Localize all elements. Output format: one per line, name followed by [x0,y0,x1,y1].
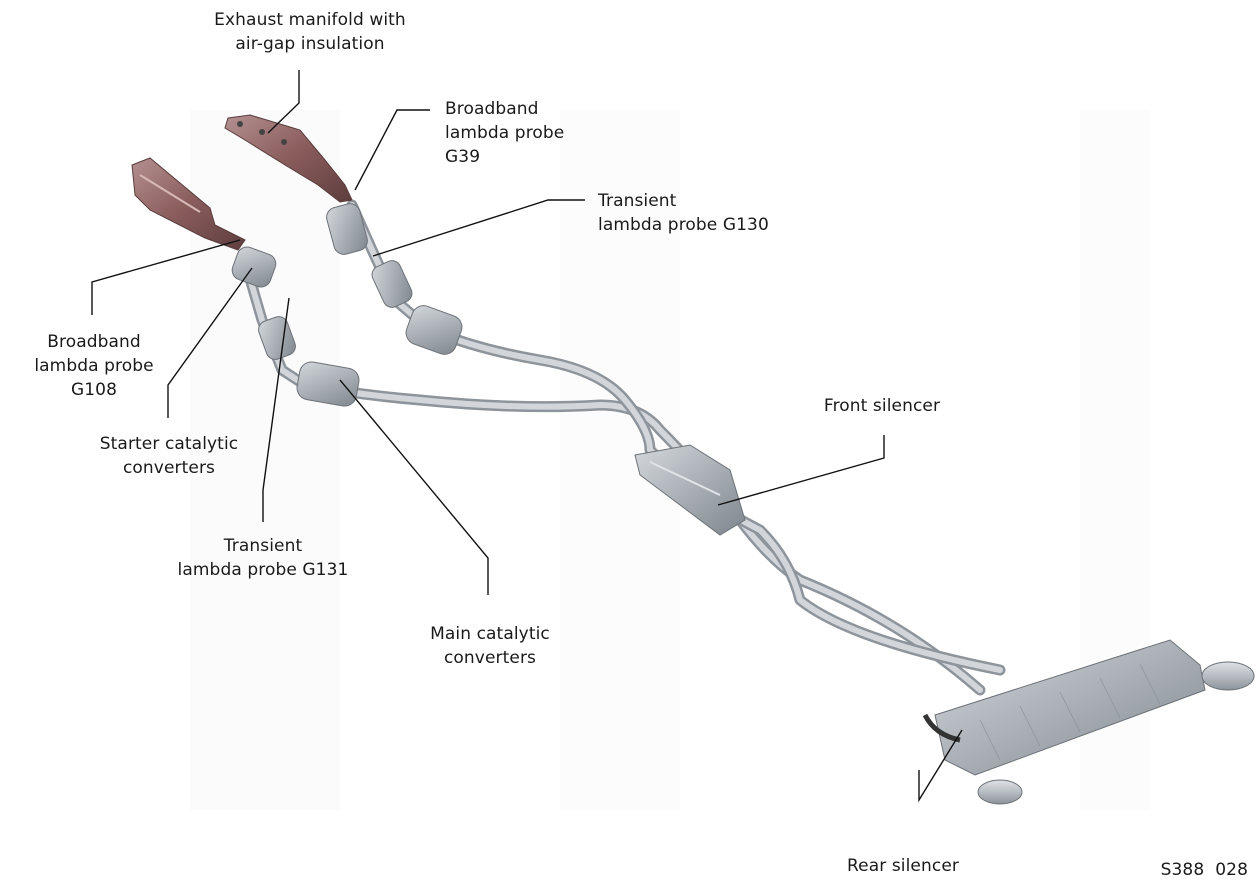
label-front-silencer: Front silencer [802,394,962,418]
label-rear-silencer: Rear silencer [823,854,983,878]
label-exhaust-manifold: Exhaust manifold with air-gap insulation [200,8,420,56]
figure-code: S388 028 [1120,858,1248,882]
label-transient-g131: Transient lambda probe G131 [154,534,372,582]
label-starter-cat: Starter catalytic converters [74,432,264,480]
leader-broadband-g39 [355,110,430,190]
leader-front-silencer [718,435,884,505]
label-main-cat: Main catalytic converters [395,622,585,670]
label-transient-g130: Transient lambda probe G130 [598,189,769,237]
label-broadband-g108: Broadband lambda probe G108 [14,330,174,402]
label-broadband-g39: Broadband lambda probe G39 [445,97,564,169]
leader-transient-g130 [373,200,585,256]
